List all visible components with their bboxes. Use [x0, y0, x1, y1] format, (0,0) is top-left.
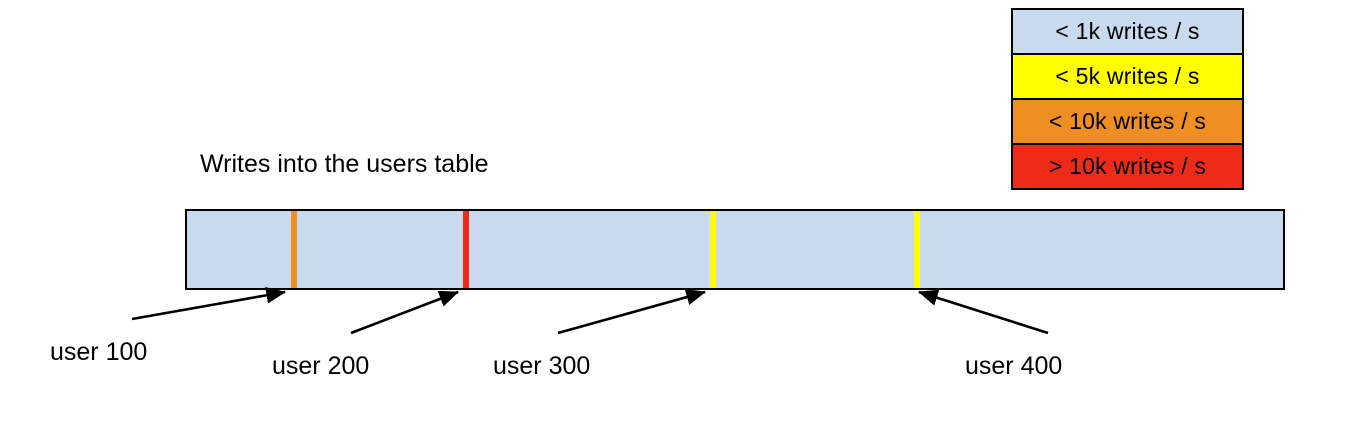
chart-title: Writes into the users table: [200, 150, 489, 178]
arrow-user-300: [557, 289, 707, 335]
arrow-user-400: [918, 289, 1049, 335]
write-rate-legend: < 1k writes / s < 5k writes / s < 10k wr…: [1011, 8, 1244, 190]
band-marker-user-100: [291, 211, 298, 288]
label-user-200: user 200: [272, 352, 370, 380]
arrow-user-100: [131, 287, 287, 321]
label-user-400: user 400: [965, 352, 1063, 380]
label-user-100: user 100: [50, 338, 148, 366]
band-marker-user-400: [913, 211, 920, 288]
arrow-user-200: [350, 290, 459, 335]
legend-label-under-1k: < 1k writes / s: [1055, 18, 1200, 44]
legend-row-over-10k: > 10k writes / s: [1013, 145, 1242, 188]
band-marker-user-200: [462, 211, 469, 288]
band-marker-user-300: [710, 211, 717, 288]
band-rectangle: [185, 209, 1285, 290]
legend-label-under-5k: < 5k writes / s: [1055, 63, 1200, 89]
legend-row-under-5k: < 5k writes / s: [1013, 55, 1242, 100]
users-table-band: [185, 209, 1285, 290]
legend-label-over-10k: > 10k writes / s: [1048, 153, 1207, 179]
legend-row-under-10k: < 10k writes / s: [1013, 100, 1242, 145]
label-user-300: user 300: [493, 352, 591, 380]
legend-label-under-10k: < 10k writes / s: [1048, 108, 1207, 134]
legend-row-under-1k: < 1k writes / s: [1013, 10, 1242, 55]
